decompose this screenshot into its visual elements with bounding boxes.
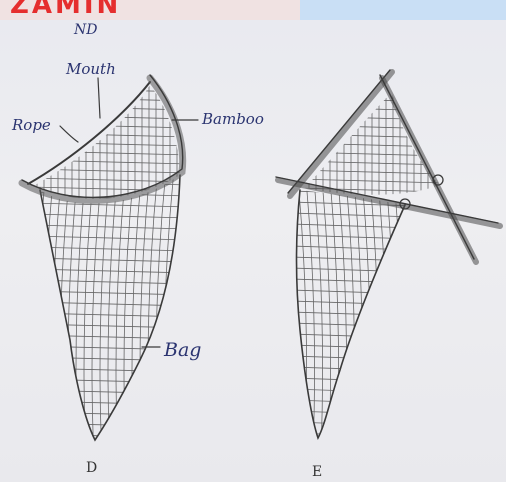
mesh-line xyxy=(30,115,190,119)
mesh-line xyxy=(30,133,190,137)
mesh-line xyxy=(295,107,445,111)
mesh-line xyxy=(30,247,190,251)
mesh-line xyxy=(290,356,415,360)
mesh-line xyxy=(330,180,339,445)
label-bag: Bag xyxy=(163,339,201,361)
mesh-line xyxy=(295,134,445,138)
mesh-line xyxy=(290,378,415,382)
figure-e: E xyxy=(276,70,500,480)
mesh-line xyxy=(290,257,415,261)
mesh-line xyxy=(290,290,415,294)
mesh-line xyxy=(28,170,38,450)
mesh-line xyxy=(44,170,54,450)
mesh-line xyxy=(354,180,363,445)
mesh-line xyxy=(290,367,415,371)
mesh-line xyxy=(290,312,415,316)
figure-e-left-pole xyxy=(290,72,392,196)
mesh-line xyxy=(30,205,190,209)
mesh-line xyxy=(30,445,190,449)
mesh-line xyxy=(156,170,166,450)
mesh-line xyxy=(295,89,445,93)
mesh-line xyxy=(164,170,174,450)
mesh-line xyxy=(30,79,190,83)
mesh-line xyxy=(295,143,445,147)
mesh-line xyxy=(30,291,190,295)
mesh-line xyxy=(30,203,190,207)
figure-d-bamboo-hoop xyxy=(22,78,183,200)
mesh-line xyxy=(290,345,415,349)
mesh-line xyxy=(30,390,190,394)
mesh-line xyxy=(295,80,445,84)
label-rope: Rope xyxy=(11,116,51,134)
figure-d-mouth-mesh xyxy=(30,70,190,210)
mesh-line xyxy=(290,246,415,250)
mesh-line xyxy=(30,324,190,328)
mesh-line xyxy=(362,180,371,445)
mesh-line xyxy=(30,379,190,383)
mesh-line xyxy=(20,170,30,450)
mesh-line xyxy=(52,170,62,450)
mesh-line xyxy=(30,187,190,191)
mesh-line xyxy=(290,422,415,426)
mesh-line xyxy=(290,411,415,415)
mesh-line xyxy=(30,142,190,146)
mesh-line xyxy=(30,302,190,306)
mesh-line xyxy=(290,389,415,393)
rope-pointer xyxy=(60,126,78,142)
figure-d-bag-mesh xyxy=(20,170,190,450)
figure-d: Mouth Rope Bamboo Bag D xyxy=(11,60,264,476)
mesh-line xyxy=(410,180,419,445)
mesh-line xyxy=(30,434,190,438)
mesh-line xyxy=(290,235,415,239)
mesh-line xyxy=(295,179,445,183)
mesh-line xyxy=(295,116,445,120)
figure-e-bag-mesh xyxy=(290,180,419,448)
caption-d: D xyxy=(86,460,97,476)
mesh-line xyxy=(30,88,190,92)
mesh-line xyxy=(290,301,415,305)
mouth-pointer xyxy=(98,78,100,118)
mesh-line xyxy=(30,236,190,240)
mesh-line xyxy=(402,180,411,445)
mesh-line xyxy=(295,170,445,174)
mesh-line xyxy=(295,125,445,129)
mesh-line xyxy=(30,225,190,229)
mesh-line xyxy=(378,180,387,445)
mesh-line xyxy=(290,433,415,437)
mesh-line xyxy=(30,214,190,218)
label-mouth: Mouth xyxy=(65,60,116,78)
mesh-line xyxy=(290,444,415,448)
mesh-line xyxy=(180,170,190,450)
mesh-line xyxy=(370,180,379,445)
caption-e: E xyxy=(312,464,322,480)
mesh-line xyxy=(346,180,355,445)
mesh-line xyxy=(30,368,190,372)
mesh-line xyxy=(386,180,395,445)
mesh-line xyxy=(30,160,190,164)
mesh-line xyxy=(290,323,415,327)
label-bamboo: Bamboo xyxy=(201,110,264,128)
mesh-line xyxy=(30,313,190,317)
mesh-line xyxy=(338,180,347,445)
header-note: ND xyxy=(73,22,97,38)
mesh-line xyxy=(30,151,190,155)
mesh-line xyxy=(30,169,190,173)
figure-e-left-pole-edge xyxy=(288,70,390,193)
mesh-line xyxy=(30,423,190,427)
mesh-line xyxy=(30,401,190,405)
